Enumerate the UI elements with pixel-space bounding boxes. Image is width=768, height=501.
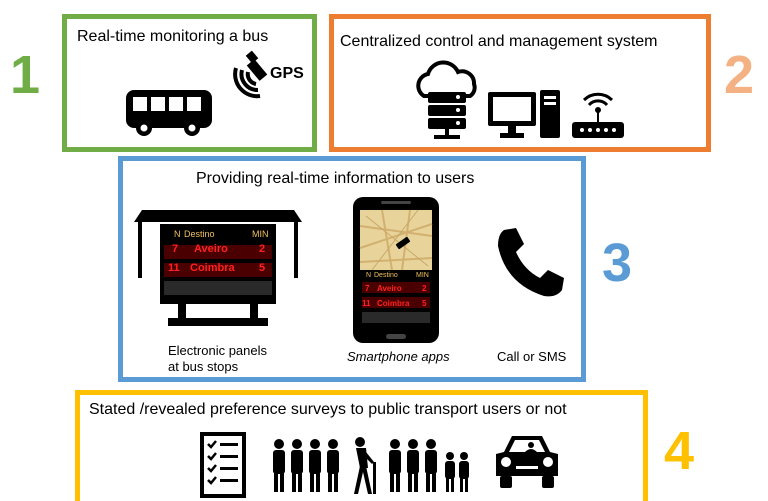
elderly-icon	[354, 437, 376, 494]
section-2-number: 2	[724, 45, 755, 105]
phone-row-1-min: 2	[422, 284, 427, 293]
phone-header-destino: Destino	[374, 272, 398, 279]
section-3-title: Providing real-time information to users	[196, 170, 475, 187]
section-3-number: 3	[602, 233, 633, 293]
section-1-number: 1	[10, 45, 41, 105]
board-row-1-min: 2	[259, 243, 266, 255]
gps-satellite-icon: GPS	[233, 50, 304, 99]
bus-icon	[126, 90, 212, 136]
board-header-min: MIN	[252, 229, 269, 239]
phone-header-min: MIN	[416, 272, 429, 279]
board-row-2-dest: Coimbra	[190, 262, 235, 274]
phone-row-1-n: 7	[365, 284, 370, 293]
phone-handset-icon	[498, 228, 564, 297]
section-2-title: Centralized control and management syste…	[340, 33, 658, 50]
phone-header-n: N	[366, 272, 372, 279]
board-row-1-n: 7	[172, 243, 179, 255]
phone-row-2-n: 11	[362, 299, 371, 308]
gps-label: GPS	[270, 65, 304, 82]
checklist-icon	[200, 432, 246, 498]
bus-stop-panel-icon	[134, 210, 302, 326]
car-icon	[496, 436, 558, 488]
phone-row-2-min: 5	[422, 299, 427, 308]
smartphone-icon	[353, 197, 439, 343]
wifi-router-icon	[572, 92, 624, 138]
panel-caption-line2: at bus stops	[168, 359, 239, 374]
board-row-2-n: 11	[168, 262, 180, 274]
section-1-title: Real-time monitoring a bus	[77, 28, 269, 45]
phone-row-1-dest: Aveiro	[377, 284, 402, 293]
panel-caption-line1: Electronic panels	[168, 343, 267, 358]
family-icon	[389, 439, 469, 492]
cloud-server-icon	[416, 60, 477, 139]
phone-row-2-dest: Coimbra	[377, 299, 410, 308]
board-header-destino: Destino	[184, 229, 215, 239]
desktop-computer-icon	[488, 90, 560, 138]
board-row-1-dest: Aveiro	[194, 243, 228, 255]
board-row-2-min: 5	[259, 262, 266, 274]
call-caption: Call or SMS	[497, 349, 567, 364]
board-header-n: N	[174, 229, 181, 239]
app-caption: Smartphone apps	[347, 349, 450, 364]
people-group-icon	[273, 439, 339, 492]
section-4-number: 4	[664, 421, 695, 481]
section-4-title: Stated /revealed preference surveys to p…	[89, 401, 567, 418]
section-2-box	[329, 14, 711, 152]
